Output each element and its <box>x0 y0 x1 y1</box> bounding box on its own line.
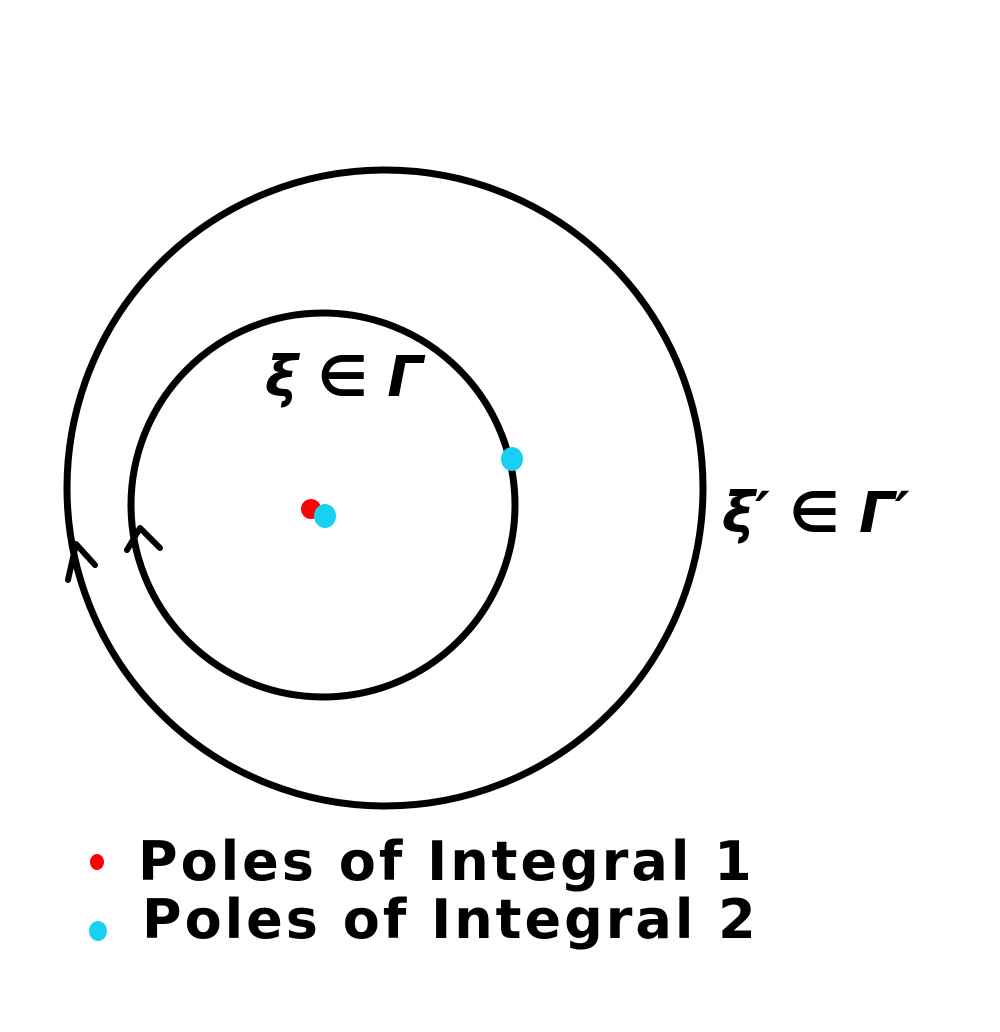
legend-marker-integral-2 <box>89 921 107 941</box>
inner-contour-label: ξ ∈ Γ <box>265 345 426 410</box>
legend-label-integral-1: Poles of Integral 1 <box>138 830 755 893</box>
pole-integral-2-center <box>314 504 336 528</box>
legend-label-integral-2: Poles of Integral 2 <box>142 888 759 951</box>
pole-integral-2-on-contour <box>501 447 523 471</box>
inner-contour-arrow <box>124 525 163 553</box>
outer-contour <box>63 166 707 810</box>
inner-contour <box>127 309 519 701</box>
outer-contour-label: ξ′ ∈ Γ′ <box>722 481 910 546</box>
legend-marker-integral-1 <box>90 854 104 870</box>
outer-contour-arrow <box>65 541 98 583</box>
